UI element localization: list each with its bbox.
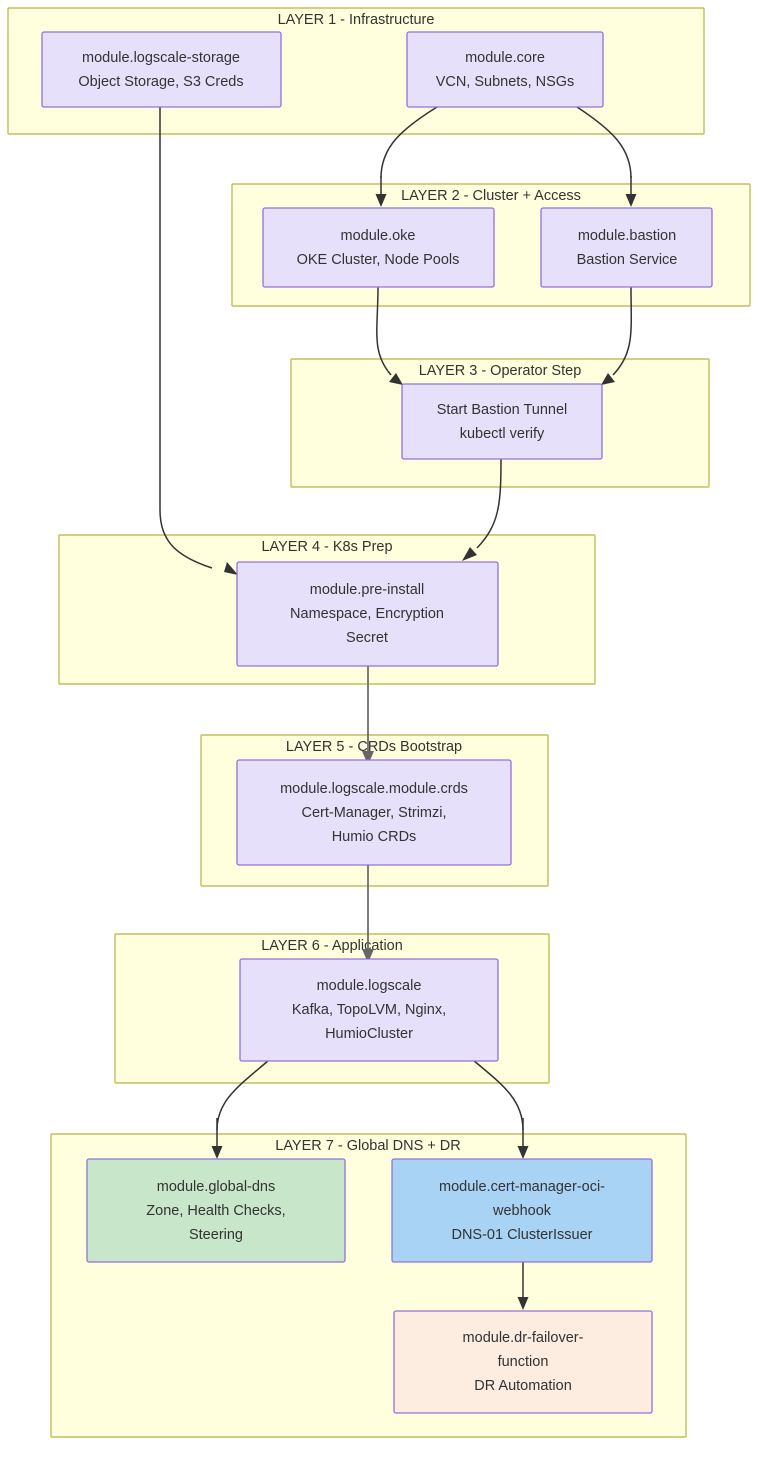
node-bastion-tunnel-rect[interactable]	[401, 383, 603, 460]
edge-crds-to-logscale	[362, 865, 374, 963]
node-pre-install-rect[interactable]	[236, 561, 499, 667]
node-oke-line1: module.oke	[341, 228, 416, 244]
node-pre-install[interactable]: module.pre-install Namespace, Encryption…	[236, 561, 499, 667]
node-oke-line2: OKE Cluster, Node Pools	[297, 252, 460, 268]
cluster-layer1-title: LAYER 1 - Infrastructure	[278, 12, 435, 28]
edge-logscale-to-global-dns	[211, 1059, 270, 1159]
node-pre-install-line1: module.pre-install	[310, 582, 424, 598]
node-cert-manager-oci-webhook[interactable]: module.cert-manager-oci- webhook DNS-01 …	[391, 1158, 653, 1263]
edge-core-to-bastion	[576, 106, 637, 207]
edge-cert-manager-to-dr-failover	[517, 1262, 529, 1310]
node-core[interactable]: module.core VCN, Subnets, NSGs	[406, 31, 604, 108]
node-crds-rect[interactable]	[236, 759, 512, 866]
node-logscale-line1: module.logscale	[317, 978, 422, 994]
cluster-layer2-title: LAYER 2 - Cluster + Access	[401, 188, 581, 204]
edge-pre-install-to-crds	[362, 666, 374, 765]
node-core-line1: module.core	[465, 50, 545, 66]
node-logscale-line3: HumioCluster	[325, 1026, 413, 1042]
cluster-layer5-title: LAYER 5 - CRDs Bootstrap	[286, 739, 462, 755]
node-dr-failover-line3: DR Automation	[474, 1378, 572, 1394]
node-core-rect[interactable]	[406, 31, 604, 108]
node-pre-install-line2: Namespace, Encryption	[290, 606, 444, 622]
node-global-dns[interactable]: module.global-dns Zone, Health Checks, S…	[86, 1158, 346, 1263]
cluster-layer6-title: LAYER 6 - Application	[261, 938, 403, 954]
node-bastion-line2: Bastion Service	[577, 252, 678, 268]
edge-oke-to-bastion-tunnel	[376, 286, 403, 385]
node-global-dns-line2: Zone, Health Checks,	[146, 1203, 285, 1219]
node-bastion[interactable]: module.bastion Bastion Service	[540, 207, 713, 288]
node-crds[interactable]: module.logscale.module.crds Cert-Manager…	[236, 759, 512, 866]
edge-logscale-storage-to-pre-install	[159, 107, 238, 575]
edge-bastion-to-bastion-tunnel	[601, 286, 633, 385]
node-cert-manager-line2: webhook	[492, 1203, 552, 1219]
node-pre-install-line3: Secret	[346, 630, 388, 646]
node-global-dns-line1: module.global-dns	[157, 1179, 276, 1195]
node-core-line2: VCN, Subnets, NSGs	[436, 74, 575, 90]
node-oke[interactable]: module.oke OKE Cluster, Node Pools	[262, 207, 495, 288]
node-crds-line2: Cert-Manager, Strimzi,	[301, 805, 446, 821]
node-logscale-storage-rect[interactable]	[41, 31, 282, 108]
node-cert-manager-line1: module.cert-manager-oci-	[439, 1179, 605, 1195]
cluster-layer4-title: LAYER 4 - K8s Prep	[261, 539, 392, 555]
node-bastion-tunnel-line1: Start Bastion Tunnel	[437, 402, 568, 418]
node-bastion-tunnel-line2: kubectl verify	[460, 426, 545, 442]
node-cert-manager-oci-webhook-rect[interactable]	[391, 1158, 653, 1263]
node-bastion-line1: module.bastion	[578, 228, 676, 244]
node-logscale-storage[interactable]: module.logscale-storage Object Storage, …	[41, 31, 282, 108]
node-dr-failover-line2: function	[498, 1354, 549, 1370]
node-global-dns-rect[interactable]	[86, 1158, 346, 1263]
node-crds-line1: module.logscale.module.crds	[280, 781, 468, 797]
cluster-layer7-title: LAYER 7 - Global DNS + DR	[275, 1138, 460, 1154]
node-logscale[interactable]: module.logscale Kafka, TopoLVM, Nginx, H…	[239, 958, 499, 1062]
node-logscale-storage-line2: Object Storage, S3 Creds	[78, 74, 243, 90]
node-cert-manager-line3: DNS-01 ClusterIssuer	[451, 1227, 592, 1243]
node-dr-failover-function-rect[interactable]	[393, 1310, 653, 1414]
edge-logscale-to-cert-manager	[472, 1059, 529, 1159]
node-dr-failover-function[interactable]: module.dr-failover- function DR Automati…	[393, 1310, 653, 1414]
edge-bastion-tunnel-to-pre-install	[462, 458, 502, 561]
node-dr-failover-line1: module.dr-failover-	[463, 1330, 584, 1346]
node-logscale-storage-line1: module.logscale-storage	[82, 50, 240, 66]
cluster-layer3-title: LAYER 3 - Operator Step	[419, 363, 582, 379]
node-bastion-rect[interactable]	[540, 207, 713, 288]
edge-core-to-oke	[375, 106, 438, 207]
node-oke-rect[interactable]	[262, 207, 495, 288]
node-logscale-rect[interactable]	[239, 958, 499, 1062]
node-bastion-tunnel[interactable]: Start Bastion Tunnel kubectl verify	[401, 383, 603, 460]
node-global-dns-line3: Steering	[189, 1227, 243, 1243]
node-crds-line3: Humio CRDs	[332, 829, 417, 845]
node-logscale-line2: Kafka, TopoLVM, Nginx,	[292, 1002, 446, 1018]
